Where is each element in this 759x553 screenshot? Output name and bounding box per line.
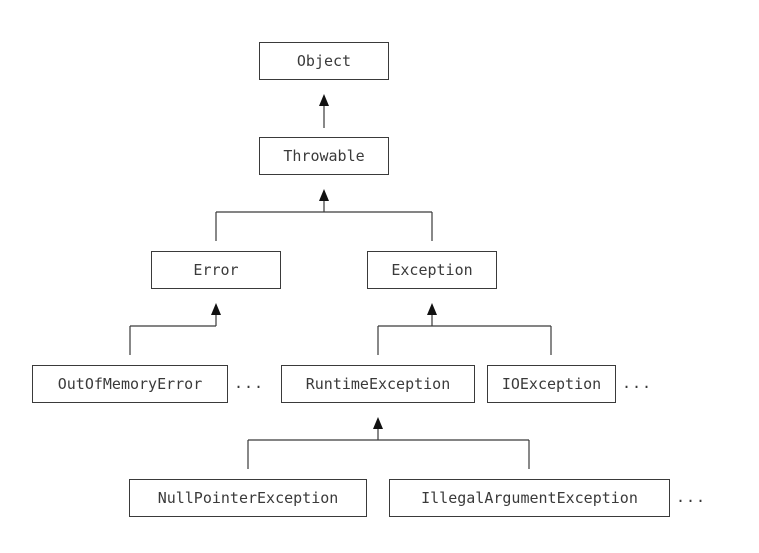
node-throwable: Throwable bbox=[259, 137, 389, 175]
more-indicator-exception: ... bbox=[622, 374, 653, 392]
more-indicator-error: ... bbox=[234, 374, 265, 392]
arrowhead-exception bbox=[427, 303, 437, 315]
more-indicator-runtime-exception: ... bbox=[676, 488, 707, 506]
arrowhead-object bbox=[319, 94, 329, 106]
node-out-of-memory-error: OutOfMemoryError bbox=[32, 365, 228, 403]
node-error: Error bbox=[151, 251, 281, 289]
node-null-pointer-exception: NullPointerException bbox=[129, 479, 367, 517]
node-object: Object bbox=[259, 42, 389, 80]
node-illegal-argument-exception: IllegalArgumentException bbox=[389, 479, 670, 517]
node-io-exception: IOException bbox=[487, 365, 616, 403]
arrowhead-runtime-exception bbox=[373, 417, 383, 429]
node-exception: Exception bbox=[367, 251, 497, 289]
arrowhead-throwable bbox=[319, 189, 329, 201]
arrowhead-error bbox=[211, 303, 221, 315]
node-runtime-exception: RuntimeException bbox=[281, 365, 475, 403]
